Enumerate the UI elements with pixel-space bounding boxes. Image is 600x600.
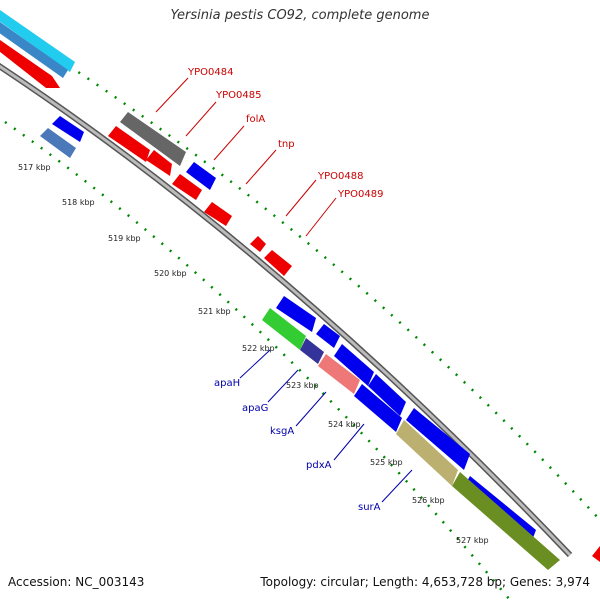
feature-blue-inner[interactable] [354,384,402,432]
feature-blue-e[interactable] [406,408,470,470]
accession-text: Accession: NC_003143 [8,575,145,589]
gene-label-ypo0484[interactable]: YPO0484 [187,67,233,78]
feature-blue-b[interactable] [316,324,340,348]
tick-label: 521 kbp [198,307,231,316]
gene-label-sura[interactable]: surA [358,502,381,513]
gene-label-fola[interactable]: folA [246,114,265,125]
tick-label: 526 kbp [412,496,445,505]
tick-label: 524 kbp [328,420,361,429]
reverse-gene-labels: apaH apaG ksgA pdxA surA [214,349,413,513]
feature-blue-c[interactable] [334,344,374,386]
tick-track-inner [4,120,511,600]
feature-khaki[interactable] [396,420,458,486]
tick-label: 519 kbp [108,234,141,243]
gene-label-apah[interactable]: apaH [214,378,240,389]
gene-label-pdxa[interactable]: pdxA [306,460,332,471]
tick-labels: 517 kbp 518 kbp 519 kbp 520 kbp 521 kbp … [18,163,489,545]
feature-red-topleft[interactable] [0,40,60,88]
gene-label-ypo0485[interactable]: YPO0485 [215,90,261,101]
feature-olive[interactable] [452,472,560,570]
feature-red-4[interactable] [204,202,232,226]
feature-red-5[interactable] [250,236,266,252]
tick-label: 518 kbp [62,198,95,207]
gene-label-tnp[interactable]: tnp [278,139,295,150]
gene-label-ypo0488[interactable]: YPO0488 [317,171,363,182]
feature-red-2[interactable] [146,150,172,176]
gene-label-ypo0489[interactable]: YPO0489 [337,189,383,200]
tick-label: 527 kbp [456,536,489,545]
feature-red-6[interactable] [264,250,292,276]
tick-label: 517 kbp [18,163,51,172]
feature-red-3[interactable] [172,174,202,200]
tick-label: 522 kbp [242,344,275,353]
feature-blue-a[interactable] [276,296,316,332]
feature-steel-left[interactable] [40,128,76,158]
feature-cyan-topleft[interactable] [0,10,75,78]
feature-blue-left[interactable] [52,116,84,142]
topology-text: Topology: circular; Length: 4,653,728 bp… [260,575,590,589]
feature-red-1[interactable] [108,126,150,162]
feature-gray-ypo0484[interactable] [120,112,186,166]
feature-green[interactable] [262,308,306,350]
page-title: Yersinia pestis CO92, complete genome [170,8,430,23]
tick-label: 525 kbp [370,458,403,467]
feature-red-bottomright[interactable] [592,546,600,562]
gene-label-ksga[interactable]: ksgA [270,426,294,437]
feature-blue-fola[interactable] [186,162,216,190]
tick-label: 523 kbp [286,381,319,390]
feature-navy[interactable] [300,338,324,364]
gene-label-apag[interactable]: apaG [242,403,268,414]
tick-label: 520 kbp [154,269,187,278]
forward-gene-labels: YPO0484 YPO0485 folA tnp YPO0488 YPO0489 [155,67,383,237]
feature-pink[interactable] [318,354,360,394]
feature-blue-d[interactable] [368,374,406,416]
